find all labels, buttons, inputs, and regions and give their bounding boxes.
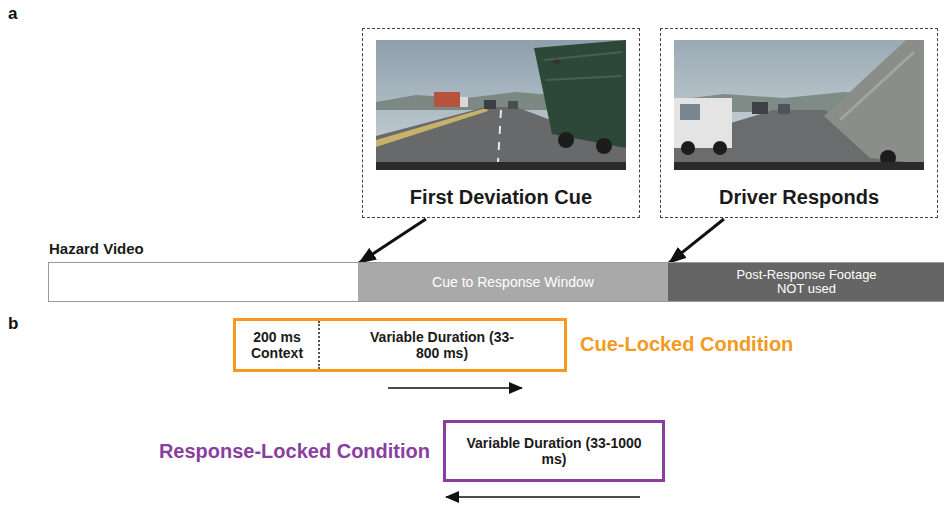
- panel-letter: a: [8, 4, 17, 24]
- cell-label: Variable Duration (33-1000 ms): [446, 435, 662, 467]
- window-cell: 200 ms Context: [236, 321, 318, 369]
- direction-arrow: [388, 387, 522, 389]
- dashcam-photo: [376, 40, 626, 170]
- photo-caption: Driver Responds: [719, 186, 879, 209]
- photo-caption: First Deviation Cue: [410, 186, 592, 209]
- truck-window: [680, 104, 700, 120]
- truck-rib: [544, 52, 622, 60]
- condition-title: Response-Locked Condition: [130, 440, 430, 463]
- truck-wheel: [713, 141, 727, 155]
- condition-title: Cue-Locked Condition: [580, 333, 793, 356]
- tank-rib: [840, 52, 914, 120]
- dashcam-photo: [674, 40, 924, 170]
- window-cell: Variable Duration (33-800 ms): [318, 321, 564, 369]
- photo-dashboard: [674, 162, 924, 170]
- photo-barrier: [376, 108, 488, 147]
- timeline-segment: Post-Response Footage NOT used: [668, 263, 944, 301]
- lane-line: [498, 110, 501, 162]
- photo-callout: First Deviation Cue: [362, 28, 640, 218]
- pointer-arrow: [359, 219, 426, 263]
- photo-car: [484, 100, 496, 109]
- segment-label: Post-Response Footage NOT used: [727, 268, 887, 297]
- pointer-arrow: [669, 219, 724, 263]
- truck-wheel: [681, 141, 695, 155]
- cell-label: 200 ms Context: [242, 329, 312, 361]
- cell-label: Variable Duration (33-800 ms): [367, 329, 517, 361]
- photo-container-truck: [434, 92, 460, 107]
- photo-tank-truck: [824, 40, 924, 164]
- condition-window: Cue-Locked Condition200 ms ContextVariab…: [233, 318, 567, 372]
- photo-sky: [376, 40, 626, 170]
- timeline-title: Hazard Video: [49, 240, 144, 257]
- photo-white-truck: [674, 98, 732, 148]
- truck-wheel: [596, 138, 612, 154]
- photo-car: [508, 101, 518, 109]
- truck-wheel: [558, 132, 574, 148]
- photo-sky: [674, 40, 924, 170]
- photo-dashboard: [376, 162, 626, 170]
- segment-label: Cue to Response Window: [432, 274, 594, 290]
- photo-car: [752, 102, 768, 114]
- photo-truck-cab: [460, 97, 468, 107]
- condition-window: Response-Locked ConditionVariable Durati…: [443, 420, 665, 482]
- photo-green-truck: [534, 40, 626, 148]
- panel-letter: b: [8, 314, 18, 334]
- timeline-segment: Cue to Response Window: [358, 263, 668, 301]
- photo-callout: Driver Responds: [660, 28, 938, 218]
- photo-debris: [552, 59, 562, 64]
- direction-arrow: [446, 496, 640, 498]
- timeline-bar: Hazard VideoCue to Response WindowPost-R…: [48, 262, 944, 302]
- truck-rib: [546, 76, 622, 80]
- photo-car: [778, 104, 790, 114]
